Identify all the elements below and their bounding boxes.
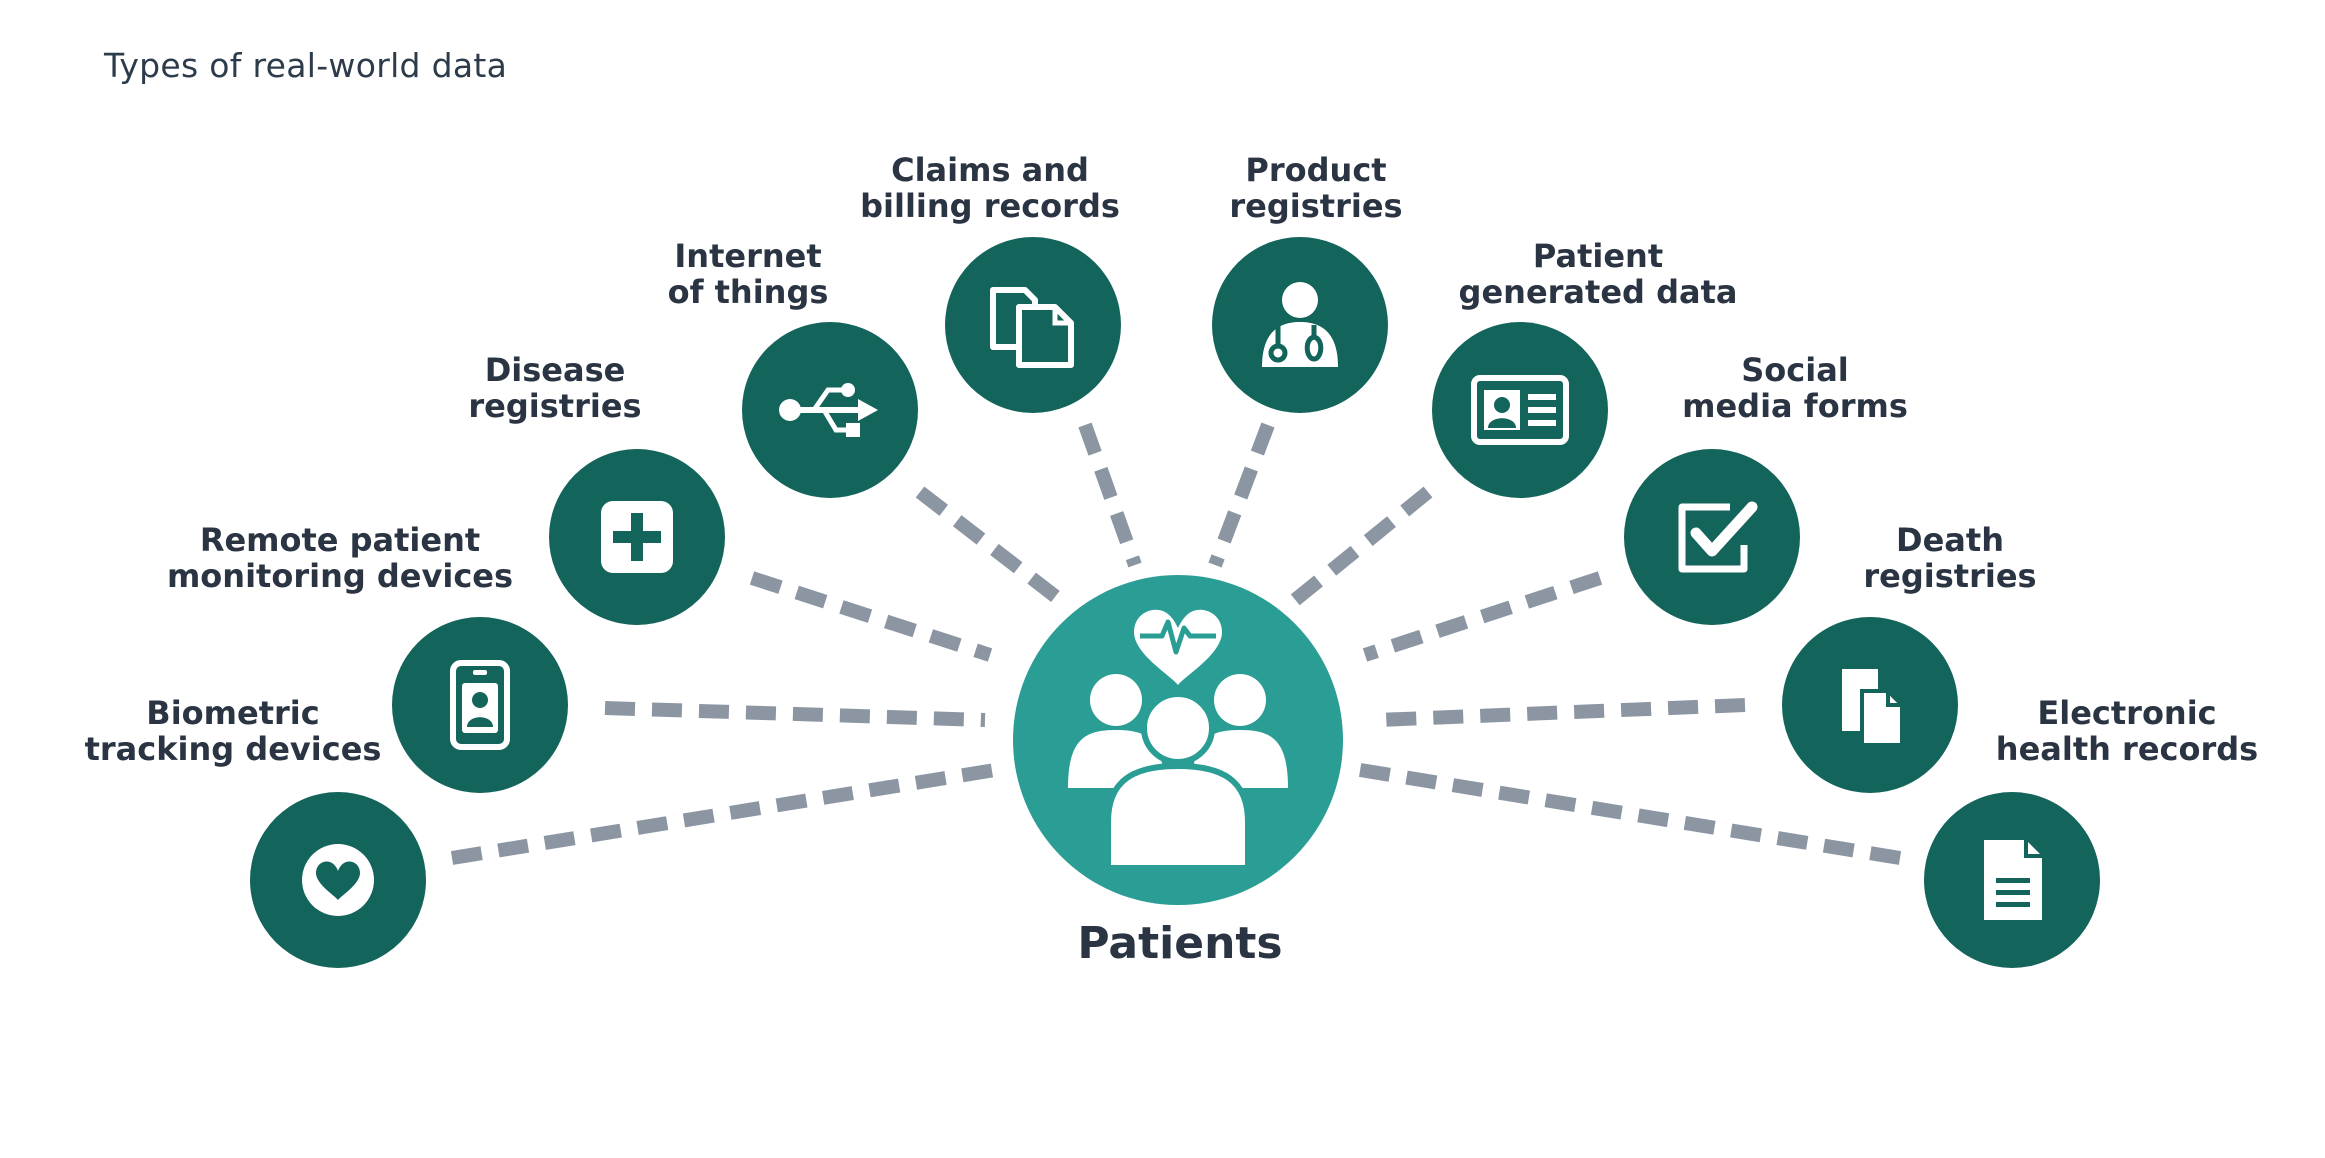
connector-electronic-health-records bbox=[1358, 763, 1902, 865]
label-line: Death bbox=[1896, 521, 2004, 559]
center-label: Patients bbox=[1077, 918, 1283, 969]
label-line: tracking devices bbox=[84, 730, 382, 768]
label-line: media forms bbox=[1682, 387, 1908, 425]
doctor-stethoscope-icon bbox=[1262, 282, 1338, 367]
node-disease-registries bbox=[549, 449, 725, 625]
connector-remote-patient-monitoring-devices bbox=[604, 701, 986, 727]
label-line: Patient bbox=[1532, 237, 1664, 275]
label-line: billing records bbox=[860, 187, 1120, 225]
label-line: Electronic bbox=[2037, 694, 2217, 732]
node-patient-generated-data bbox=[1432, 322, 1608, 498]
label-line: registries bbox=[1863, 557, 2037, 595]
checkbox-icon bbox=[1678, 501, 1758, 573]
node-electronic-health-records bbox=[1924, 792, 2100, 968]
heart-icon bbox=[302, 844, 374, 916]
diagram-title: Types of real-world data bbox=[104, 46, 508, 85]
patients-group-heartbeat-icon bbox=[1068, 609, 1288, 871]
label-line: health records bbox=[1995, 730, 2259, 768]
label-line: registries bbox=[1229, 187, 1403, 225]
medical-plus-icon bbox=[601, 501, 673, 573]
center-node bbox=[1013, 575, 1343, 905]
node-product-registries bbox=[1212, 237, 1388, 413]
label-line: Biometric bbox=[146, 694, 320, 732]
label-line: Claims and bbox=[891, 151, 1089, 189]
id-card-icon bbox=[1471, 375, 1569, 445]
node-death-registries bbox=[1782, 617, 1958, 793]
badge-id-icon bbox=[450, 660, 510, 750]
label-line: Social bbox=[1741, 351, 1849, 389]
connector-product-registries bbox=[1208, 422, 1275, 568]
label-line: registries bbox=[468, 387, 642, 425]
file-pages-icon bbox=[1842, 669, 1904, 747]
connector-biometric-tracking-devices bbox=[450, 763, 997, 865]
copy-documents-icon bbox=[990, 287, 1074, 368]
node-social-media-forms bbox=[1624, 449, 1800, 625]
node-internet-of-things bbox=[742, 322, 918, 498]
connector-disease-registries bbox=[749, 571, 993, 662]
label-line: Product bbox=[1245, 151, 1387, 189]
label-line: of things bbox=[667, 273, 829, 311]
node-claims-and-billing-records bbox=[945, 237, 1121, 413]
document-lines-icon bbox=[1984, 840, 2042, 920]
usb-icon bbox=[779, 383, 878, 437]
connector-patient-generated-data bbox=[1290, 486, 1433, 606]
label-line: Internet bbox=[674, 237, 822, 275]
connector-death-registries bbox=[1377, 698, 1746, 727]
label-line: monitoring devices bbox=[166, 557, 514, 595]
node-remote-patient-monitoring-devices bbox=[392, 617, 568, 793]
connector-claims-and-billing-records bbox=[1078, 422, 1142, 568]
connector-social-media-forms bbox=[1362, 571, 1603, 662]
label-line: Disease bbox=[484, 351, 626, 389]
connector-internet-of-things bbox=[915, 486, 1065, 606]
node-biometric-tracking-devices bbox=[250, 792, 426, 968]
label-line: Remote patient bbox=[199, 521, 481, 559]
label-line: generated data bbox=[1458, 273, 1738, 311]
